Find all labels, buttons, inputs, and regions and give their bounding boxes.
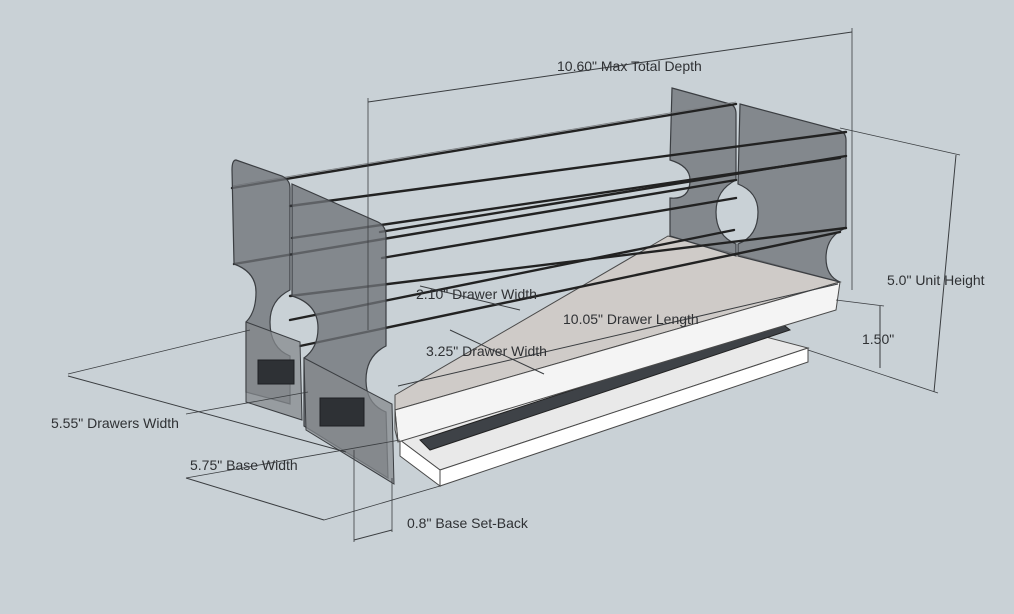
back-panel-right	[737, 103, 847, 283]
front-panel-right-bracket	[319, 397, 365, 427]
label-base-setback: 0.8" Base Set-Back	[407, 515, 529, 531]
dim-line-drawer-length	[397, 283, 839, 387]
drawer-shelf	[394, 235, 842, 443]
dim-line-unit-height	[933, 154, 957, 393]
front-panel-left-bracket	[257, 359, 295, 385]
back-panel-left	[669, 87, 737, 257]
front-panel-right	[291, 183, 395, 485]
label-drawers-width: 5.55" Drawers Width	[51, 415, 179, 431]
base-front-face	[439, 347, 809, 487]
dim-line-base-width	[185, 477, 325, 521]
rod-upper-front	[378, 154, 848, 234]
label-drawer-length: 10.05" Drawer Length	[563, 311, 699, 327]
rod-lower-front	[298, 230, 842, 348]
dimension-labels: 10.60" Max Total Depth 5.0" Unit Height …	[51, 58, 985, 531]
rod-top-back	[230, 102, 738, 190]
dim-line-drawers-width	[67, 375, 347, 453]
ext-line-unit-height-bottom	[807, 349, 939, 394]
base-plate	[398, 334, 810, 487]
rod-top-front	[288, 130, 848, 208]
rod-highlight	[231, 101, 737, 187]
ext-line-base-width	[185, 439, 401, 479]
dim-line-drawer-width-lower	[449, 329, 545, 375]
ext-line-drawers-width-left	[67, 329, 251, 375]
label-unit-height: 5.0" Unit Height	[887, 272, 985, 288]
dim-line-drawer-width-upper	[419, 285, 521, 311]
label-drawer-width-lower: 3.25" Drawer Width	[426, 343, 547, 359]
shelf-side-face	[394, 395, 399, 443]
back-panel-right-body	[737, 103, 847, 283]
label-shelf-height: 1.50"	[862, 331, 894, 347]
ext-line-unit-height-top	[839, 127, 961, 156]
label-base-width: 5.75" Base Width	[190, 457, 298, 473]
dim-line-base-setback	[353, 529, 393, 541]
dim-line-max-depth	[367, 31, 853, 103]
back-panel-left-body	[669, 87, 737, 257]
label-max-total-depth: 10.60" Max Total Depth	[557, 58, 702, 74]
rod-inner-back	[380, 196, 738, 260]
ext-line-drawers-inner	[185, 391, 309, 415]
label-drawer-width-upper: 2.10" Drawer Width	[416, 286, 537, 302]
dimension-lines	[67, 28, 961, 542]
ext-line-base-width-right	[323, 485, 441, 521]
ext-line-shelf-height-top	[835, 299, 885, 307]
